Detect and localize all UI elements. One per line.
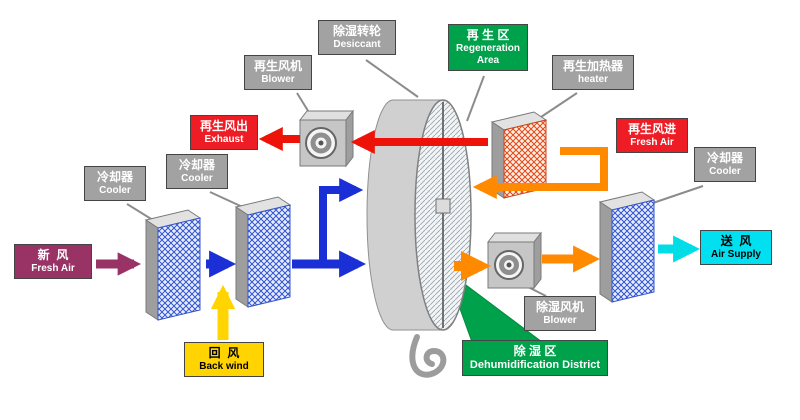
label-air-supply: 送 风 Air Supply: [700, 230, 772, 265]
arrow-process-air-upper: [319, 178, 364, 260]
label-cooler-right: 冷却器 Cooler: [694, 147, 756, 182]
label-regen-heater: 再生加热器 heater: [552, 55, 634, 90]
ribbon-curl: [409, 334, 447, 378]
label-dehumid-district: 除 湿 区 Dehumidification District: [462, 340, 608, 377]
label-exhaust: 再生风出 Exhaust: [190, 115, 258, 150]
wheel-hub: [435, 198, 451, 214]
label-regen-fresh-air: 再生风进 Fresh Air: [616, 118, 688, 153]
label-cooler-left-1: 冷却器 Cooler: [84, 166, 146, 201]
cooler-coil-face: [157, 217, 201, 321]
label-regeneration-area: 再 生 区 Regeneration Area: [448, 24, 528, 71]
desiccant-wheel: [366, 99, 472, 331]
leader-regen-area: [466, 75, 485, 122]
cooler-side: [599, 201, 613, 303]
label-back-wind: 回 风 Back wind: [184, 342, 264, 377]
cooler-side: [145, 219, 159, 321]
label-fresh-air: 新 风 Fresh Air: [14, 244, 92, 279]
dehumid-blower-unit: [486, 231, 543, 290]
cooler-coil-face: [247, 204, 291, 308]
leader-cooler-right: [649, 185, 704, 205]
label-cooler-left-2: 冷却器 Cooler: [166, 154, 228, 189]
leader-regen-heater: [540, 92, 578, 118]
cooler-side: [235, 206, 249, 308]
cooler-coil-face: [611, 199, 655, 303]
leader-desiccant: [365, 59, 419, 98]
cooler-unit-left-2: [234, 196, 292, 308]
leader-lines: [126, 59, 704, 297]
cooler-unit-left-1: [144, 209, 202, 321]
flow-arrows: [96, 127, 701, 340]
cooler-unit-right: [598, 191, 656, 303]
label-regen-blower: 再生风机 Blower: [244, 55, 312, 90]
arrow-regen-air-path: [472, 147, 608, 199]
label-dehumid-blower: 除湿风机 Blower: [524, 296, 596, 331]
regen-blower-unit: [298, 109, 355, 168]
label-desiccant-wheel: 除湿转轮 Desiccant: [318, 20, 396, 55]
